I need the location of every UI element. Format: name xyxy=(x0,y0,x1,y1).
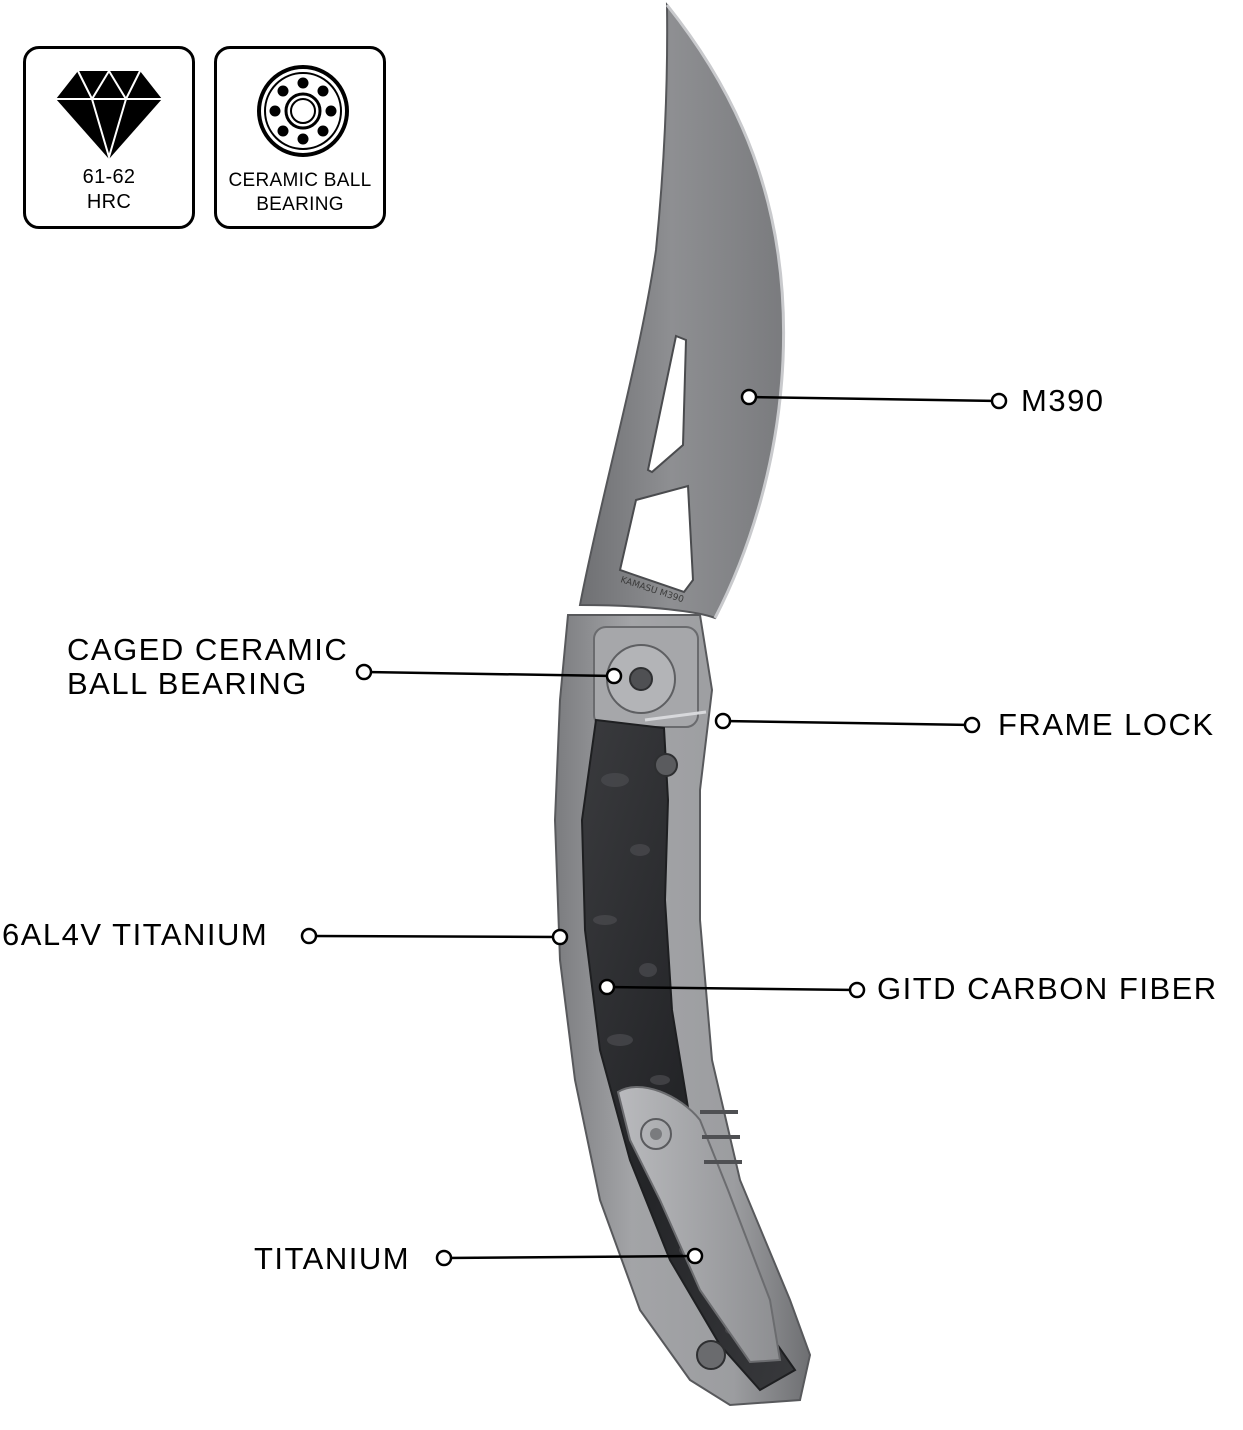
stop-pin xyxy=(654,753,678,777)
bearing-caption: CERAMIC BALL BEARING xyxy=(217,169,383,217)
callout-inlay: GITD CARBON FIBER xyxy=(877,971,1218,1006)
callout-pivot-line1: CAGED CERAMIC xyxy=(67,632,349,667)
lock-bar xyxy=(644,710,707,722)
callout-lock: FRAME LOCK xyxy=(998,707,1215,742)
callout-clip: TITANIUM xyxy=(254,1241,411,1276)
blade-edge xyxy=(665,4,786,619)
ball-bearing-icon xyxy=(257,65,349,157)
pivot-screw xyxy=(629,667,653,691)
pocket-clip xyxy=(616,1085,782,1364)
hardness-caption: 61-62 HRC xyxy=(26,165,192,215)
bearing-badge: CERAMIC BALL BEARING xyxy=(214,46,386,229)
carbon-texture xyxy=(593,773,745,1335)
butt-screw xyxy=(696,1340,726,1370)
callout-pivot-line2: BALL BEARING xyxy=(67,666,308,701)
clip-logo-center xyxy=(650,1128,662,1140)
hardness-unit: HRC xyxy=(86,191,132,213)
bearing-line2: BEARING xyxy=(256,194,344,215)
callout-frame: 6AL4V TITANIUM xyxy=(2,917,269,952)
callout-blade-steel: M390 xyxy=(1021,383,1105,418)
backspacer-grooves xyxy=(700,1110,742,1164)
hardness-badge: 61-62 HRC xyxy=(23,46,195,229)
diamond-icon xyxy=(56,69,162,161)
hardness-value: 61-62 xyxy=(82,166,136,188)
blade-slot-lower xyxy=(618,484,695,594)
blade-slot-upper xyxy=(646,334,688,474)
carbon-inlay xyxy=(580,718,797,1392)
clip-logo xyxy=(640,1118,672,1150)
bearing-line1: CERAMIC BALL xyxy=(228,170,372,191)
callout-pivot: CAGED CERAMIC BALL BEARING xyxy=(67,633,348,701)
